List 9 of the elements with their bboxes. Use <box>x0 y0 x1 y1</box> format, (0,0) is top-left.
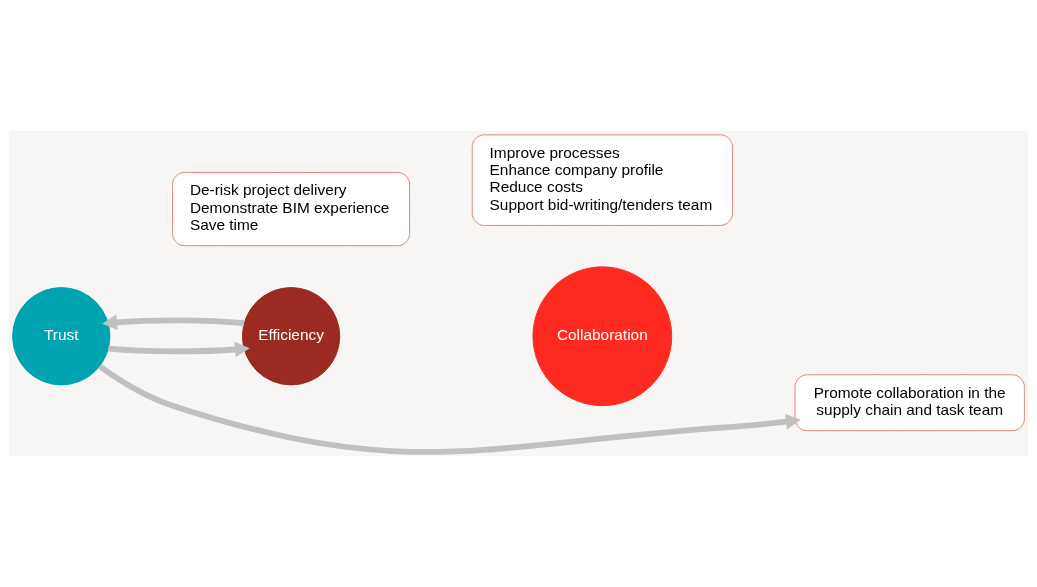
node-circle: Trust <box>12 287 111 386</box>
arrow <box>102 314 245 331</box>
node-box: Improve processes Enhance company profile Reduce costs Support bid-writing/tenders team <box>471 134 733 226</box>
node-circle: Collaboration <box>532 266 673 407</box>
node-circle: Efficiency <box>241 287 341 386</box>
node-box: Promote collaboration in the supply chain and task team <box>794 374 1025 432</box>
arrow <box>108 341 250 358</box>
arrow <box>98 363 801 455</box>
node-box: De-risk project delivery Demonstrate BIM experience Save time <box>172 171 411 247</box>
